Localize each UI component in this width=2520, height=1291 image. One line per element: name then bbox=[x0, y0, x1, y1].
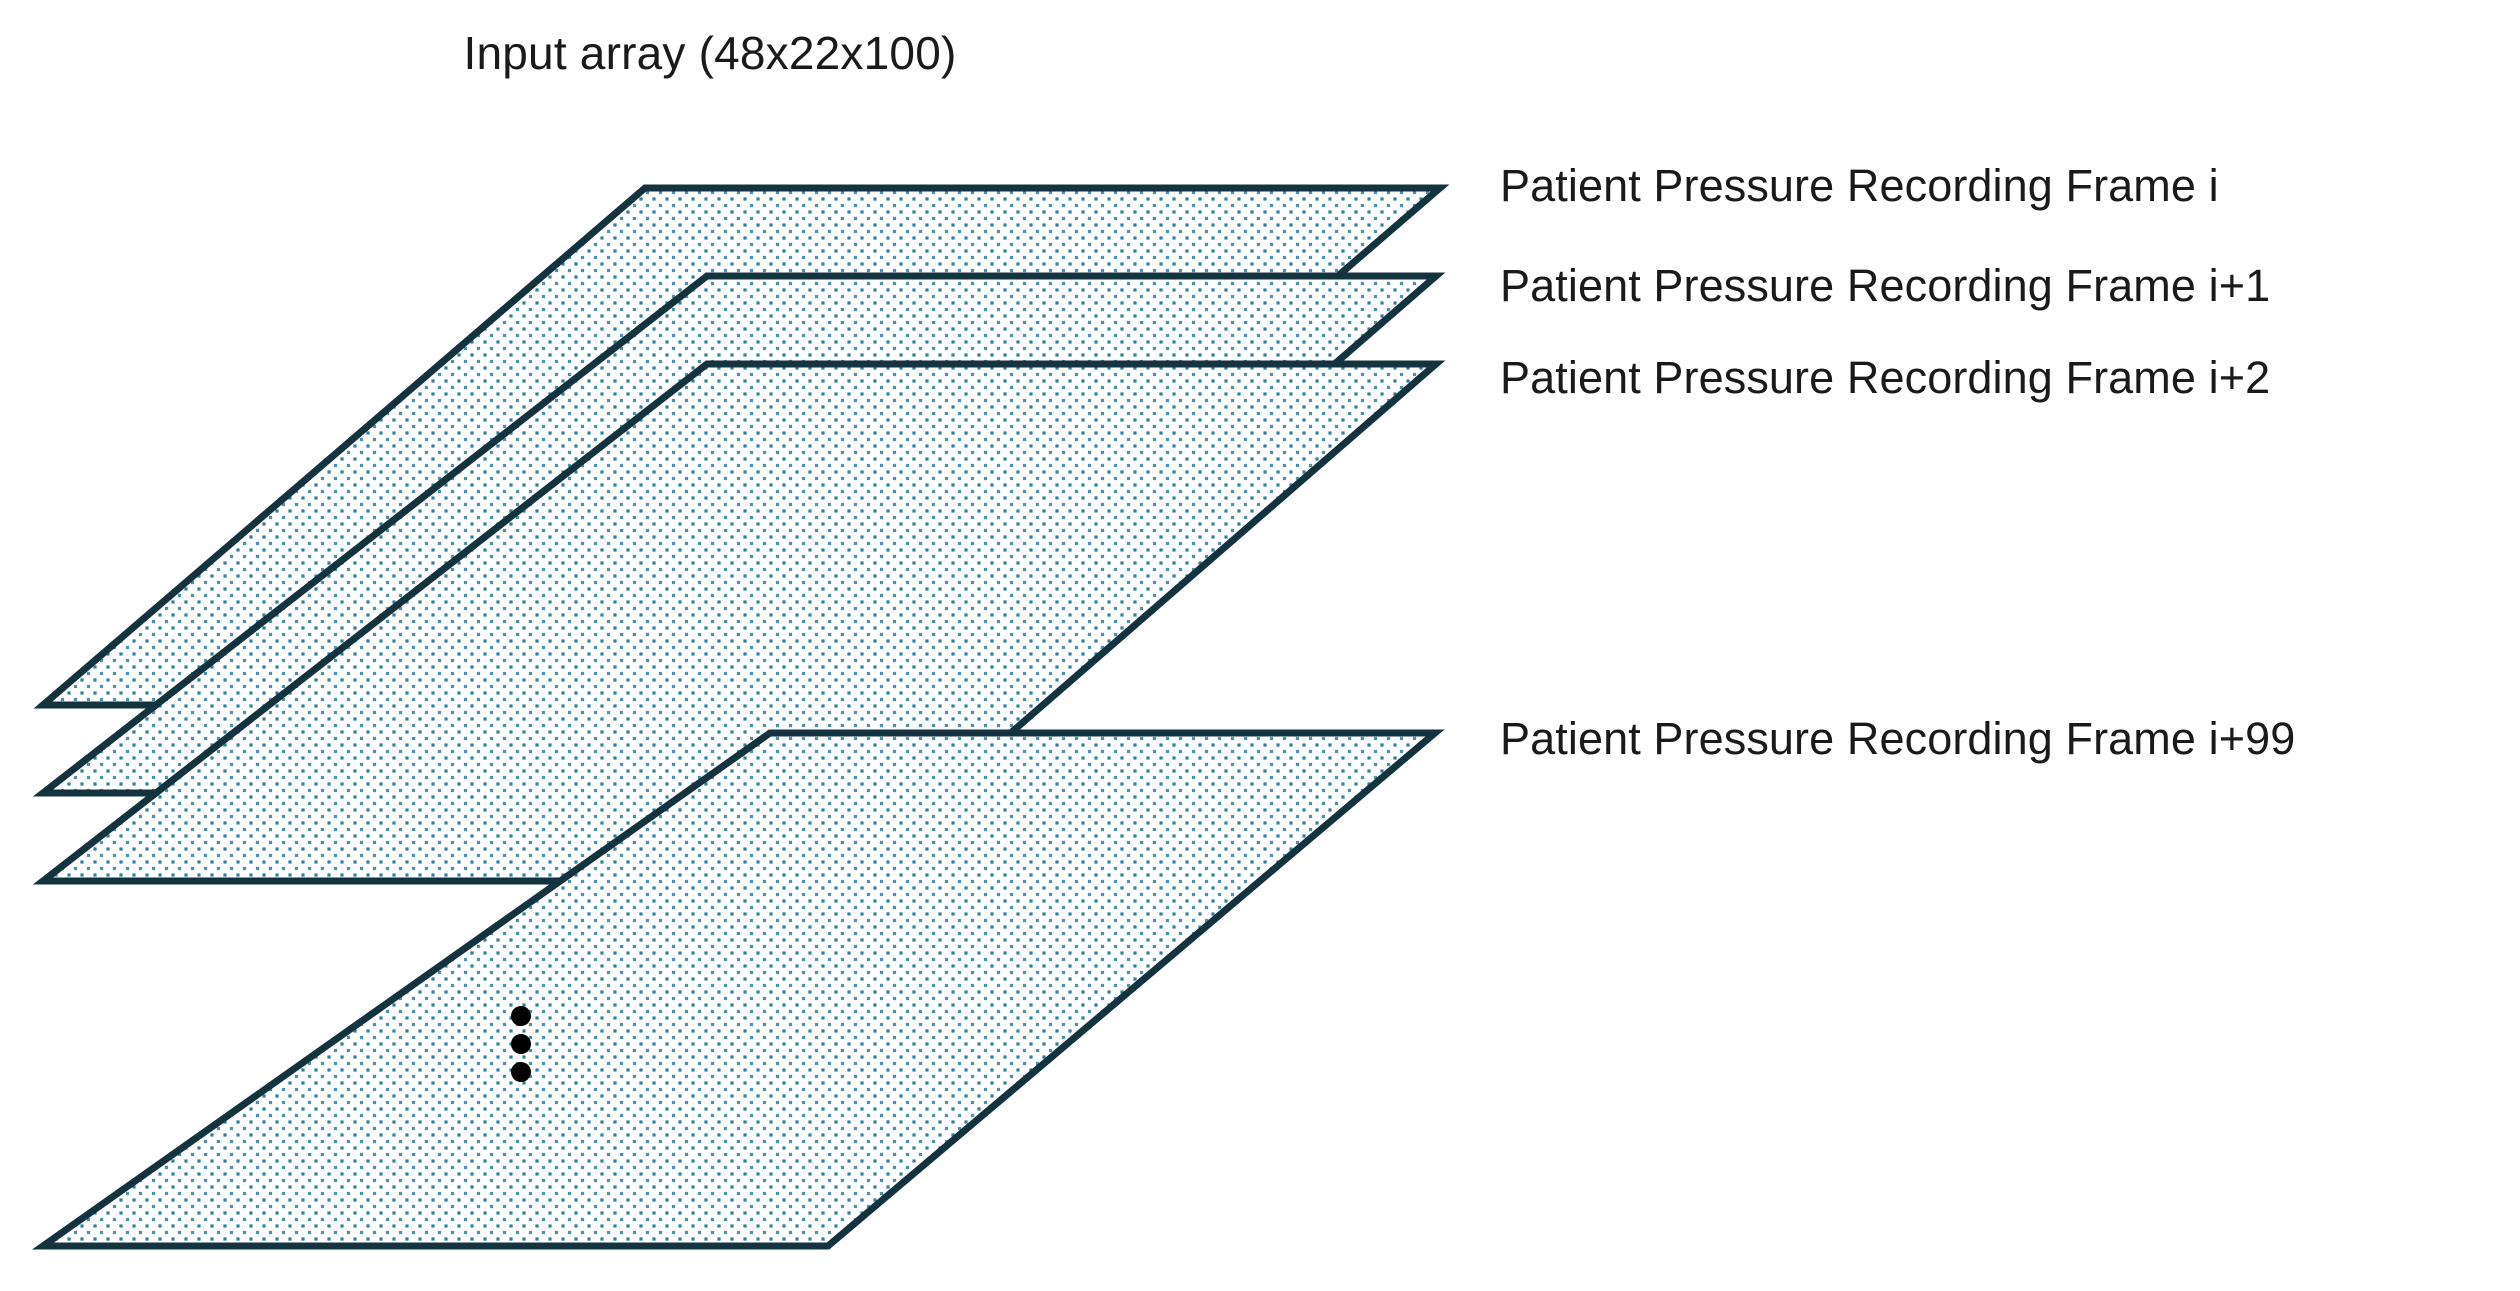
frame-label-i-plus-1: Patient Pressure Recording Frame i+1 bbox=[1500, 260, 2271, 311]
vertical-ellipsis-icon bbox=[511, 1006, 531, 1082]
frame-label-i-plus-2: Patient Pressure Recording Frame i+2 bbox=[1500, 352, 2271, 403]
plane-3 bbox=[31, 729, 1445, 1250]
plane-group-3 bbox=[31, 729, 1445, 1250]
frame-label-i: Patient Pressure Recording Frame i bbox=[1500, 160, 2219, 211]
frame-label-i-plus-99: Patient Pressure Recording Frame i+99 bbox=[1500, 713, 2296, 764]
diagram-title: Input array (48x22x100) bbox=[463, 27, 957, 79]
